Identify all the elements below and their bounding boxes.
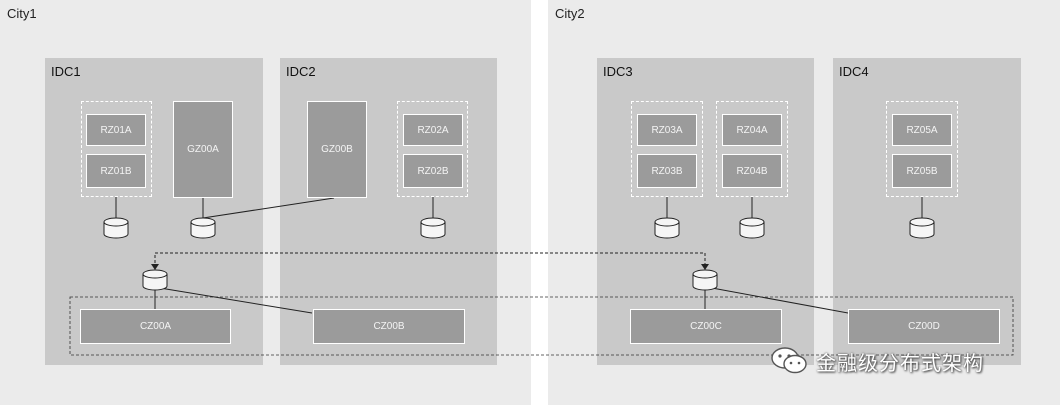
- database-icon: [420, 217, 446, 239]
- cz-region-outline: [69, 296, 1014, 356]
- replication-arrow-left: [151, 264, 159, 270]
- watermark: 金融级分布式架构: [770, 346, 984, 376]
- database-icon: [692, 269, 718, 291]
- database-icon: [142, 269, 168, 291]
- city2-label: City2: [555, 6, 585, 21]
- node-rz03a: RZ03A: [637, 114, 697, 146]
- node-rz01a: RZ01A: [86, 114, 146, 146]
- node-gz00a: GZ00A: [173, 101, 233, 198]
- rz02-group: [397, 101, 468, 197]
- node-rz01b: RZ01B: [86, 154, 146, 188]
- database-icon: [103, 217, 129, 239]
- idc2-label: IDC2: [286, 64, 316, 79]
- rz04-group: [716, 101, 788, 197]
- node-rz02b: RZ02B: [403, 154, 463, 188]
- idc3-label: IDC3: [603, 64, 633, 79]
- idc1-label: IDC1: [51, 64, 81, 79]
- city1-label: City1: [7, 6, 37, 21]
- replication-link: [154, 252, 706, 268]
- node-gz00b: GZ00B: [307, 101, 367, 198]
- node-rz05b: RZ05B: [892, 154, 952, 188]
- cz00d-link: [711, 287, 849, 314]
- rz01-group: [81, 101, 152, 197]
- node-cz00b: CZ00B: [313, 309, 465, 344]
- node-rz04a: RZ04A: [722, 114, 782, 146]
- node-rz03b: RZ03B: [637, 154, 697, 188]
- node-cz00c: CZ00C: [630, 309, 782, 344]
- gz00b-link: [202, 197, 335, 219]
- cz00b-link: [159, 287, 313, 314]
- node-rz04b: RZ04B: [722, 154, 782, 188]
- database-icon: [739, 217, 765, 239]
- idc4-label: IDC4: [839, 64, 869, 79]
- database-icon: [190, 217, 216, 239]
- node-rz02a: RZ02A: [403, 114, 463, 146]
- database-icon: [654, 217, 680, 239]
- node-cz00a: CZ00A: [80, 309, 231, 344]
- node-rz05a: RZ05A: [892, 114, 952, 146]
- wechat-icon: [771, 347, 807, 374]
- replication-arrow-right: [701, 264, 709, 270]
- database-icon: [909, 217, 935, 239]
- rz03-group: [631, 101, 703, 197]
- rz05-group: [886, 101, 958, 197]
- watermark-text: 金融级分布式架构: [816, 350, 984, 375]
- node-cz00d: CZ00D: [848, 309, 1000, 344]
